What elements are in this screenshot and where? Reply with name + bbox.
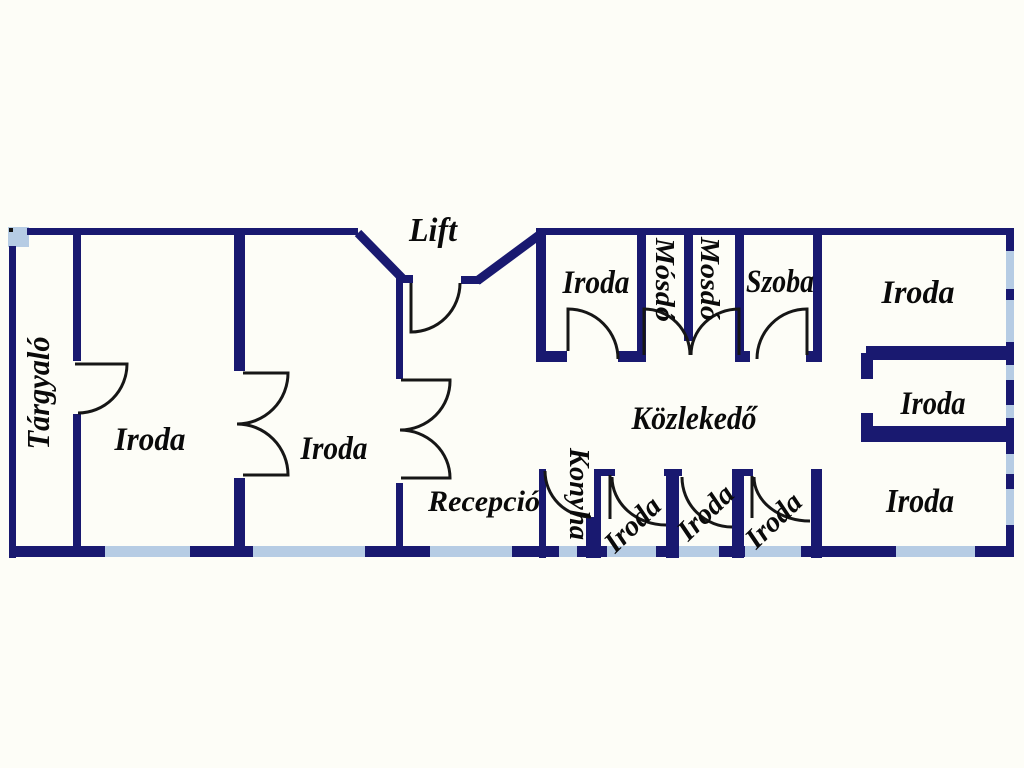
svg-text:Iroda: Iroda (881, 275, 955, 311)
svg-text:Mosdó: Mosdó (695, 236, 725, 321)
svg-text:Recepció: Recepció (427, 485, 540, 518)
svg-text:Iroda: Iroda (885, 483, 954, 520)
svg-text:Iroda: Iroda (900, 386, 966, 422)
svg-text:Szoba: Szoba (746, 264, 814, 300)
svg-text:Mósdó: Mósdó (650, 237, 680, 322)
svg-text:Közlekedő: Közlekedő (631, 401, 759, 437)
svg-text:Iroda: Iroda (670, 478, 740, 548)
svg-text:Iroda: Iroda (562, 265, 630, 301)
svg-text:Lift: Lift (408, 212, 458, 249)
svg-text:Tárgyaló: Tárgyaló (20, 337, 56, 450)
svg-text:Konyha: Konyha (563, 447, 594, 540)
svg-text:Iroda: Iroda (114, 422, 186, 458)
svg-text:Iroda: Iroda (300, 431, 368, 467)
